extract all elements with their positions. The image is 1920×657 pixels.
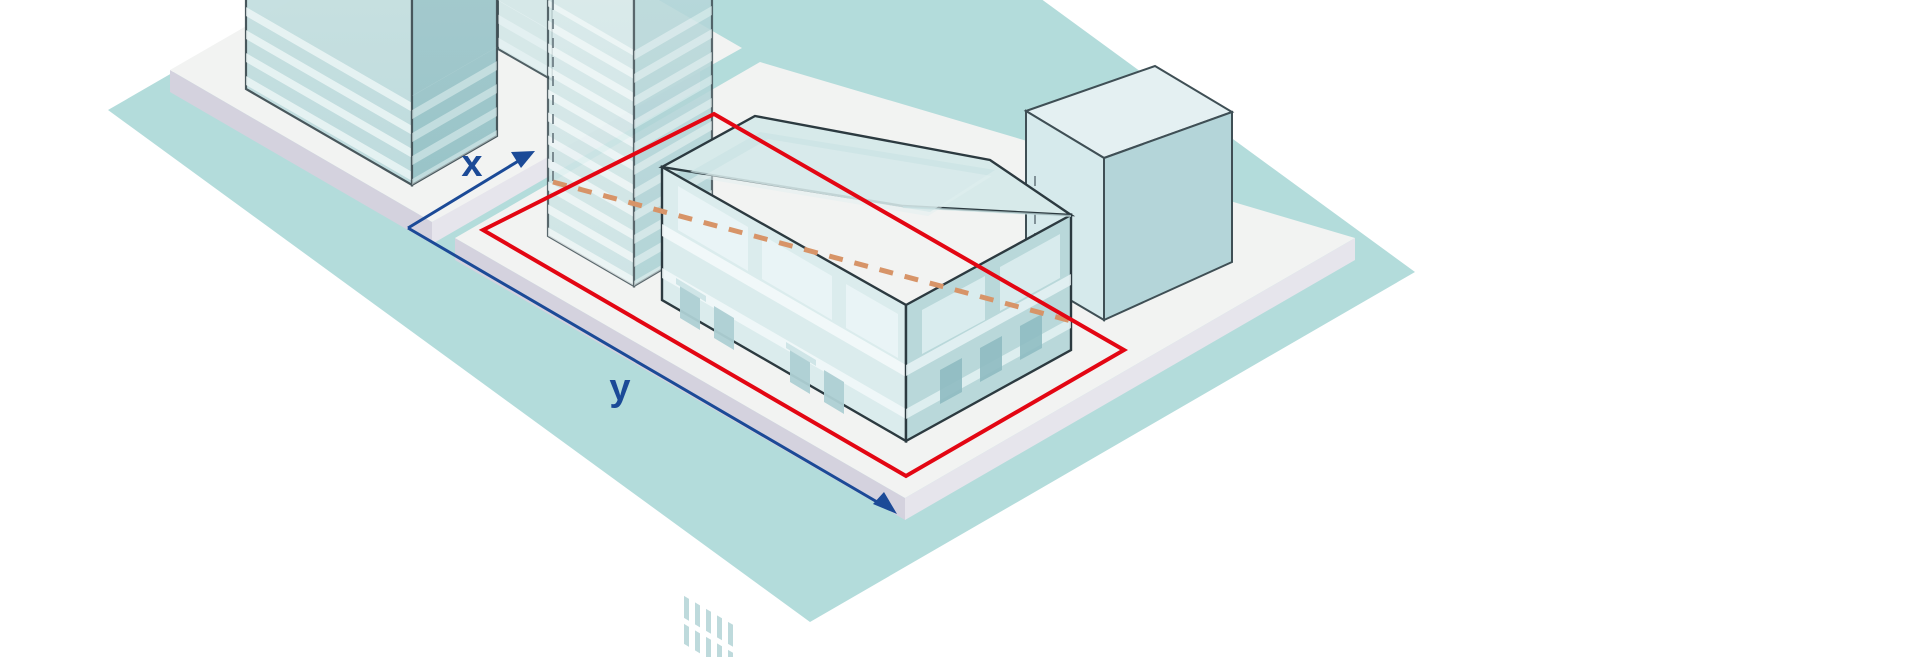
y-axis-arrowhead bbox=[873, 492, 897, 514]
x-axis-arrowhead bbox=[511, 151, 535, 168]
main-building-left-band-top bbox=[662, 224, 906, 377]
main-building-right-doors bbox=[940, 314, 1042, 404]
building-main-l-shaped bbox=[658, 114, 1076, 657]
main-building-right-band-top bbox=[906, 274, 1071, 376]
main-building-left-windows bbox=[678, 186, 898, 657]
orange-dashed-diagonal bbox=[552, 179, 1076, 325]
podium-main-front bbox=[905, 238, 1355, 520]
x-axis-label: x bbox=[461, 143, 482, 185]
red-site-boundary bbox=[478, 111, 1129, 479]
main-building-left-door-headers bbox=[676, 278, 816, 366]
main-building-right-windows bbox=[922, 234, 1060, 354]
y-axis-label: y bbox=[609, 367, 630, 409]
x-axis-line bbox=[407, 155, 526, 230]
main-building-notch-face bbox=[903, 206, 1071, 217]
building-right bbox=[1023, 64, 1235, 322]
y-axis-line bbox=[407, 226, 885, 508]
main-building-left-doors bbox=[680, 286, 844, 414]
coordinate-axes-group: x y bbox=[407, 143, 897, 514]
building-right-right-face bbox=[1103, 110, 1233, 322]
podium-left-side bbox=[170, 70, 432, 244]
podium-main-side bbox=[455, 238, 905, 520]
main-building-left-band-mid bbox=[662, 268, 906, 419]
main-building-roof-band-b bbox=[700, 139, 992, 216]
